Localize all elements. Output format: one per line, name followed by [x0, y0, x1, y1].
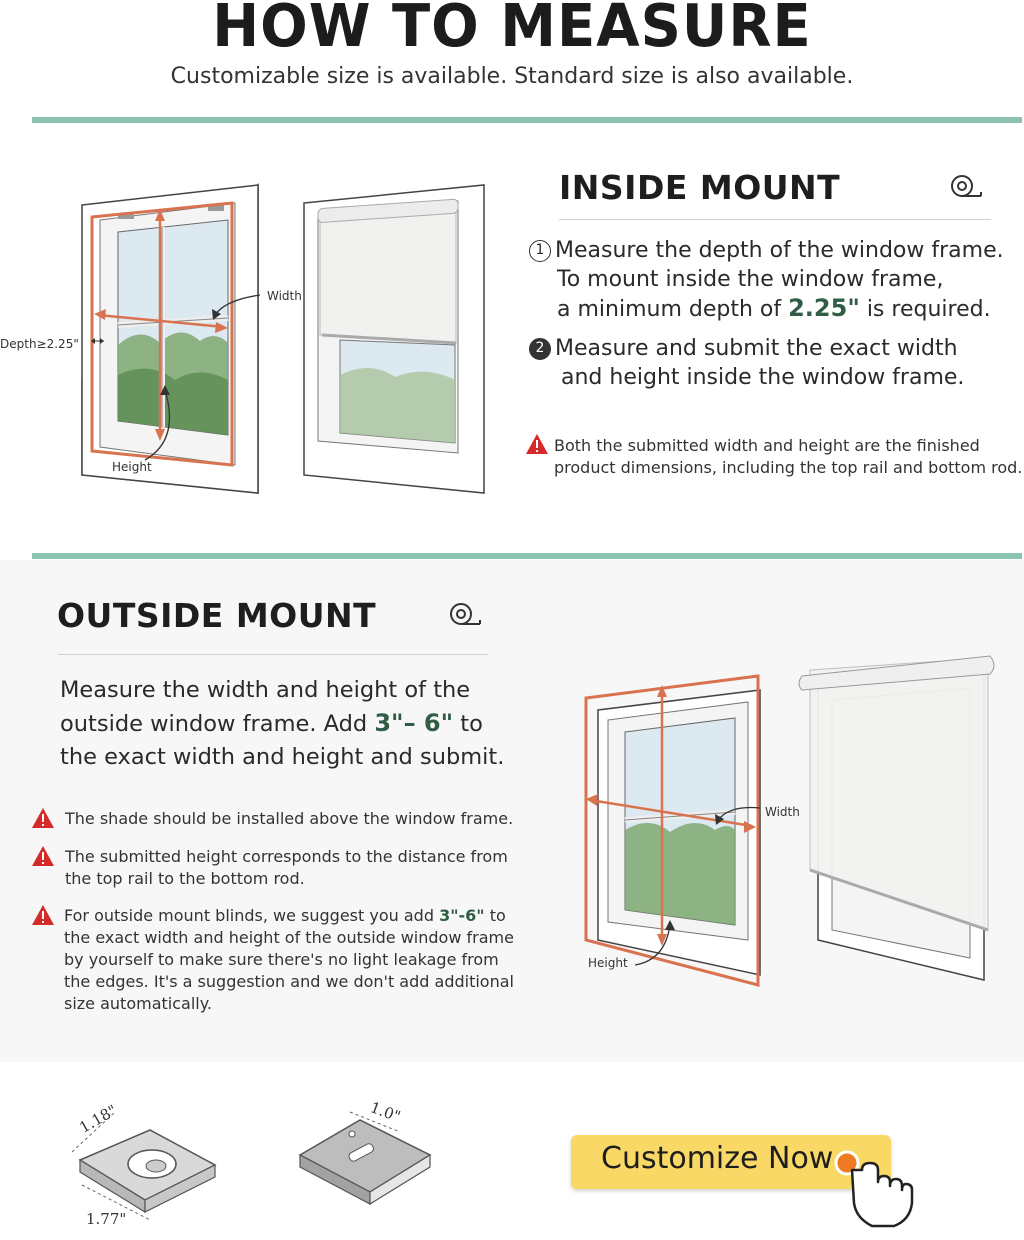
- outside-suggested-range: 3"-6": [439, 906, 485, 925]
- outside-warning-2: The submitted height corresponds to the …: [65, 846, 508, 890]
- outside-mount-title: OUTSIDE MOUNT: [57, 596, 377, 635]
- outside-title-rule: [58, 654, 488, 655]
- outside-warning-3-line-3: by yourself to make sure there's no ligh…: [64, 950, 499, 969]
- tape-measure-icon: [450, 603, 481, 625]
- outside-measure-lines: [584, 674, 760, 987]
- inside-warning: Both the submitted width and height are …: [554, 435, 1022, 479]
- warning-icon: [32, 905, 54, 925]
- outside-line-3: the exact width and height and submit.: [60, 744, 505, 770]
- pointer-hand-icon: [834, 1150, 914, 1228]
- inside-step-1-line-2: To mount inside the window frame,: [557, 267, 944, 292]
- inside-width-label: Width: [267, 289, 302, 303]
- inside-window-frame: [81, 183, 259, 494]
- outside-height-label: Height: [588, 956, 628, 970]
- outside-warning-2-line-2: the top rail to the bottom rod.: [65, 869, 305, 888]
- bracket-1-dim-b: 1.77": [86, 1210, 127, 1228]
- outside-window-frame: [597, 689, 761, 976]
- mounting-bracket-2: [298, 1111, 432, 1206]
- inside-warning-line-2: product dimensions, including the top ra…: [554, 458, 1023, 477]
- inside-window-with-shade: [303, 184, 485, 494]
- outside-warning-3-line-2: the exact width and height of the outsid…: [64, 928, 514, 947]
- inside-measure-lines: [90, 201, 234, 467]
- tape-measure-icon: [951, 175, 982, 197]
- step-1-number: 1: [529, 240, 551, 262]
- outside-line-2: outside window frame. Add 3"– 6" to: [60, 709, 483, 737]
- inside-step-1-line-1: Measure the depth of the window frame.: [555, 238, 1004, 263]
- outside-warning-1: The shade should be installed above the …: [65, 809, 514, 828]
- warning-icon: [526, 434, 548, 454]
- outside-line-1: Measure the width and height of the: [60, 677, 471, 703]
- outside-warning-3: For outside mount blinds, we suggest you…: [64, 905, 514, 1015]
- top-divider: [32, 117, 1022, 123]
- inside-warning-line-1: Both the submitted width and height are …: [554, 436, 980, 455]
- inside-step-2-line-1: Measure and submit the exact width: [555, 336, 958, 361]
- inside-step-2-line-2: and height inside the window frame.: [561, 365, 965, 390]
- outside-window-with-shade: [798, 655, 995, 981]
- outside-warning-3-line-4: the edges. It's a suggestion and we don'…: [64, 972, 514, 991]
- inside-title-rule: [559, 219, 991, 220]
- middle-divider: [32, 553, 1022, 559]
- outside-warning-3-line-5: size automatically.: [64, 994, 212, 1013]
- warning-icon: [32, 846, 54, 866]
- outside-width-label: Width: [765, 805, 800, 819]
- page-subtitle: Customizable size is available. Standard…: [170, 64, 854, 89]
- outside-warning-3-line-1: For outside mount blinds, we suggest you…: [64, 906, 506, 925]
- step-2-number: 2: [529, 338, 551, 360]
- mounting-bracket-1: [71, 1111, 217, 1221]
- outside-instructions: Measure the width and height of the outs…: [60, 674, 504, 774]
- outside-mount-illustration: [584, 655, 995, 987]
- warning-icon: [32, 808, 54, 828]
- outside-add-range: 3"– 6": [374, 709, 454, 737]
- inside-step-1-line-3: a minimum depth of 2.25" is required.: [557, 294, 991, 322]
- inside-depth-label: Depth≥2.25": [0, 337, 79, 351]
- inside-mount-title: INSIDE MOUNT: [559, 168, 841, 207]
- outside-warning-2-line-1: The submitted height corresponds to the …: [65, 847, 508, 866]
- page-title: HOW TO MEASURE: [212, 0, 812, 61]
- min-depth-value: 2.25": [788, 294, 860, 322]
- inside-height-label: Height: [112, 460, 152, 474]
- inside-mount-illustration: [81, 183, 485, 494]
- customize-now-label: Customize Now: [601, 1141, 834, 1176]
